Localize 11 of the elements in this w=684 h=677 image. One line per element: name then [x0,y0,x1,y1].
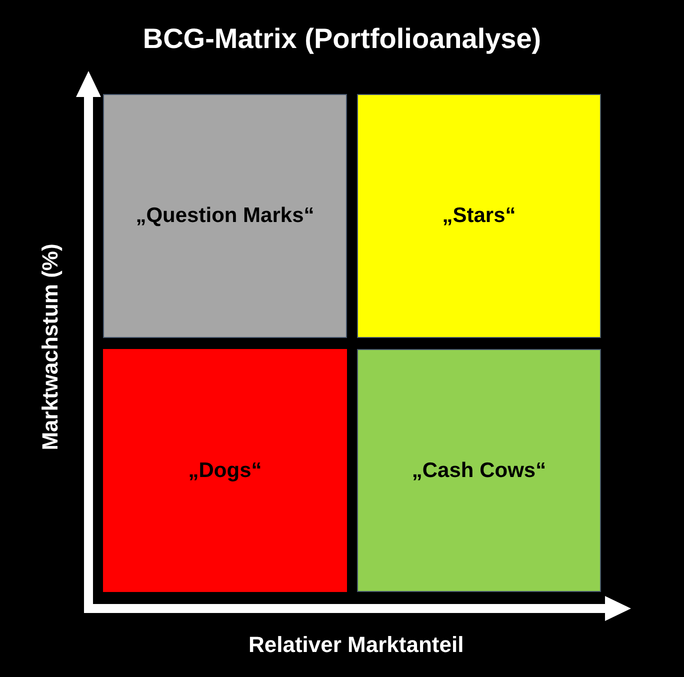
y-axis-label: Marktwachstum (%) [36,244,63,450]
quadrant-label: „Cash Cows“ [412,458,546,482]
quadrant-label: „Stars“ [442,204,516,228]
matrix-quadrant [357,349,601,592]
matrix-quadrant [357,94,601,338]
matrix-quadrant [103,94,347,338]
quadrant-label: „Question Marks“ [136,204,314,228]
diagram-title: BCG-Matrix (Portfolioanalyse) [142,22,542,56]
matrix-quadrant [103,349,347,592]
quadrant-label: „Dogs“ [188,458,262,482]
x-axis-label: Relativer Marktanteil [248,632,464,658]
